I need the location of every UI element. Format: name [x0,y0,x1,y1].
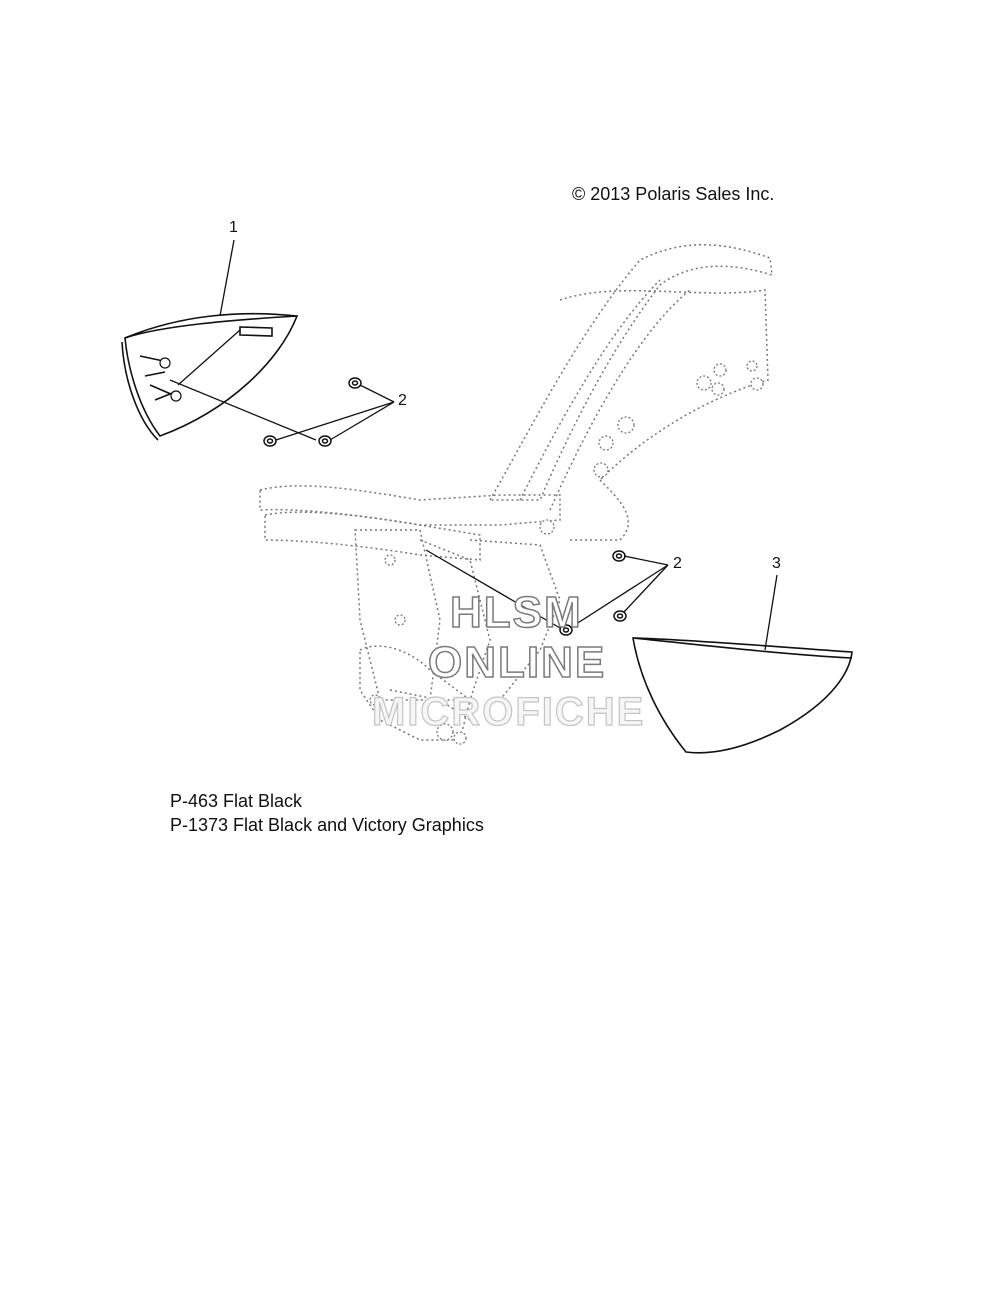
callout-1: 1 [229,219,238,236]
side-cover-left [121,312,299,441]
paint-note-2: P-1373 Flat Black and Victory Graphics [170,815,484,835]
side-cover-left-clips [159,357,182,402]
callout-3: 3 [772,555,781,572]
grommets [263,377,627,636]
callout-2-lower: 2 [673,555,682,572]
copyright-text: © 2013 Polaris Sales Inc. [572,184,775,204]
watermark-line-2: ONLINE [427,637,607,688]
callout-2-upper: 2 [398,392,407,409]
side-cover-right [632,637,853,754]
frame-bolt-holes [369,360,764,745]
watermark-line-3: MICROFICHE [371,689,646,734]
leader-lines [169,239,778,651]
paint-note-1: P-463 Flat Black [170,791,303,811]
watermark-line-1: HLSM [449,587,583,638]
frame-drawing [259,244,773,741]
